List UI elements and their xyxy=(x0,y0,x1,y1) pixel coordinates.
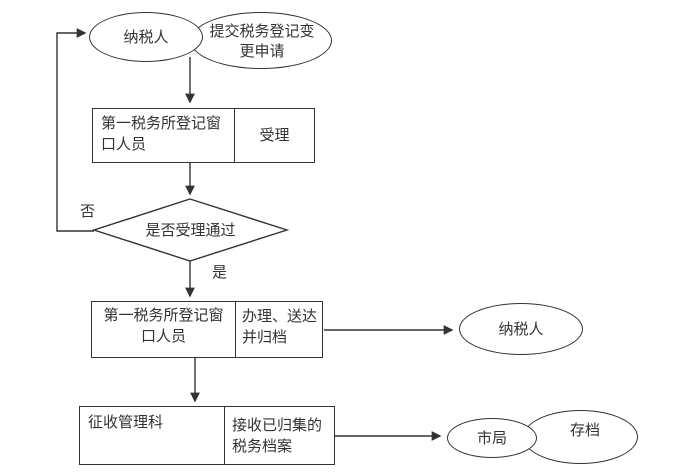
arrow-no-feedback xyxy=(56,28,94,232)
ellipse-taxpayer-start xyxy=(89,12,203,62)
staff1-role-label: 第一税务所登记窗口人员 xyxy=(101,114,222,153)
ellipse-submit-application xyxy=(190,12,332,69)
staff1-action-label: 受理 xyxy=(234,109,314,162)
decision-label: 是否受理通过 xyxy=(145,220,236,239)
staff2-role-label: 第一税务所登记窗口人员 xyxy=(103,306,224,345)
dept-role-label: 征收管理科 xyxy=(88,413,164,431)
taxpayer-result-label: 纳税人 xyxy=(498,319,544,338)
taxpayer-start-label: 纳税人 xyxy=(123,27,169,46)
ellipse-taxpayer-result xyxy=(459,303,583,355)
branch-no-label: 否 xyxy=(80,202,96,220)
submit-application-label: 提交税务登记变更申请 xyxy=(209,21,315,60)
ellipse-city-bureau xyxy=(447,418,537,458)
box-process: 第一税务所登记窗口人员 办理、送达并归档 xyxy=(91,301,323,358)
city-bureau-label: 市局 xyxy=(476,428,507,447)
archive-label: 存档 xyxy=(569,420,600,439)
staff2-action-label: 办理、送达并归档 xyxy=(235,302,322,357)
dept-action-label: 接收已归集的税务档案 xyxy=(224,407,334,464)
decision-diamond xyxy=(91,198,290,262)
box-archive-dept: 征收管理科 接收已归集的税务档案 xyxy=(79,406,335,465)
branch-yes-label: 是 xyxy=(212,263,228,281)
box-accept: 第一税务所登记窗口人员 受理 xyxy=(92,108,315,163)
